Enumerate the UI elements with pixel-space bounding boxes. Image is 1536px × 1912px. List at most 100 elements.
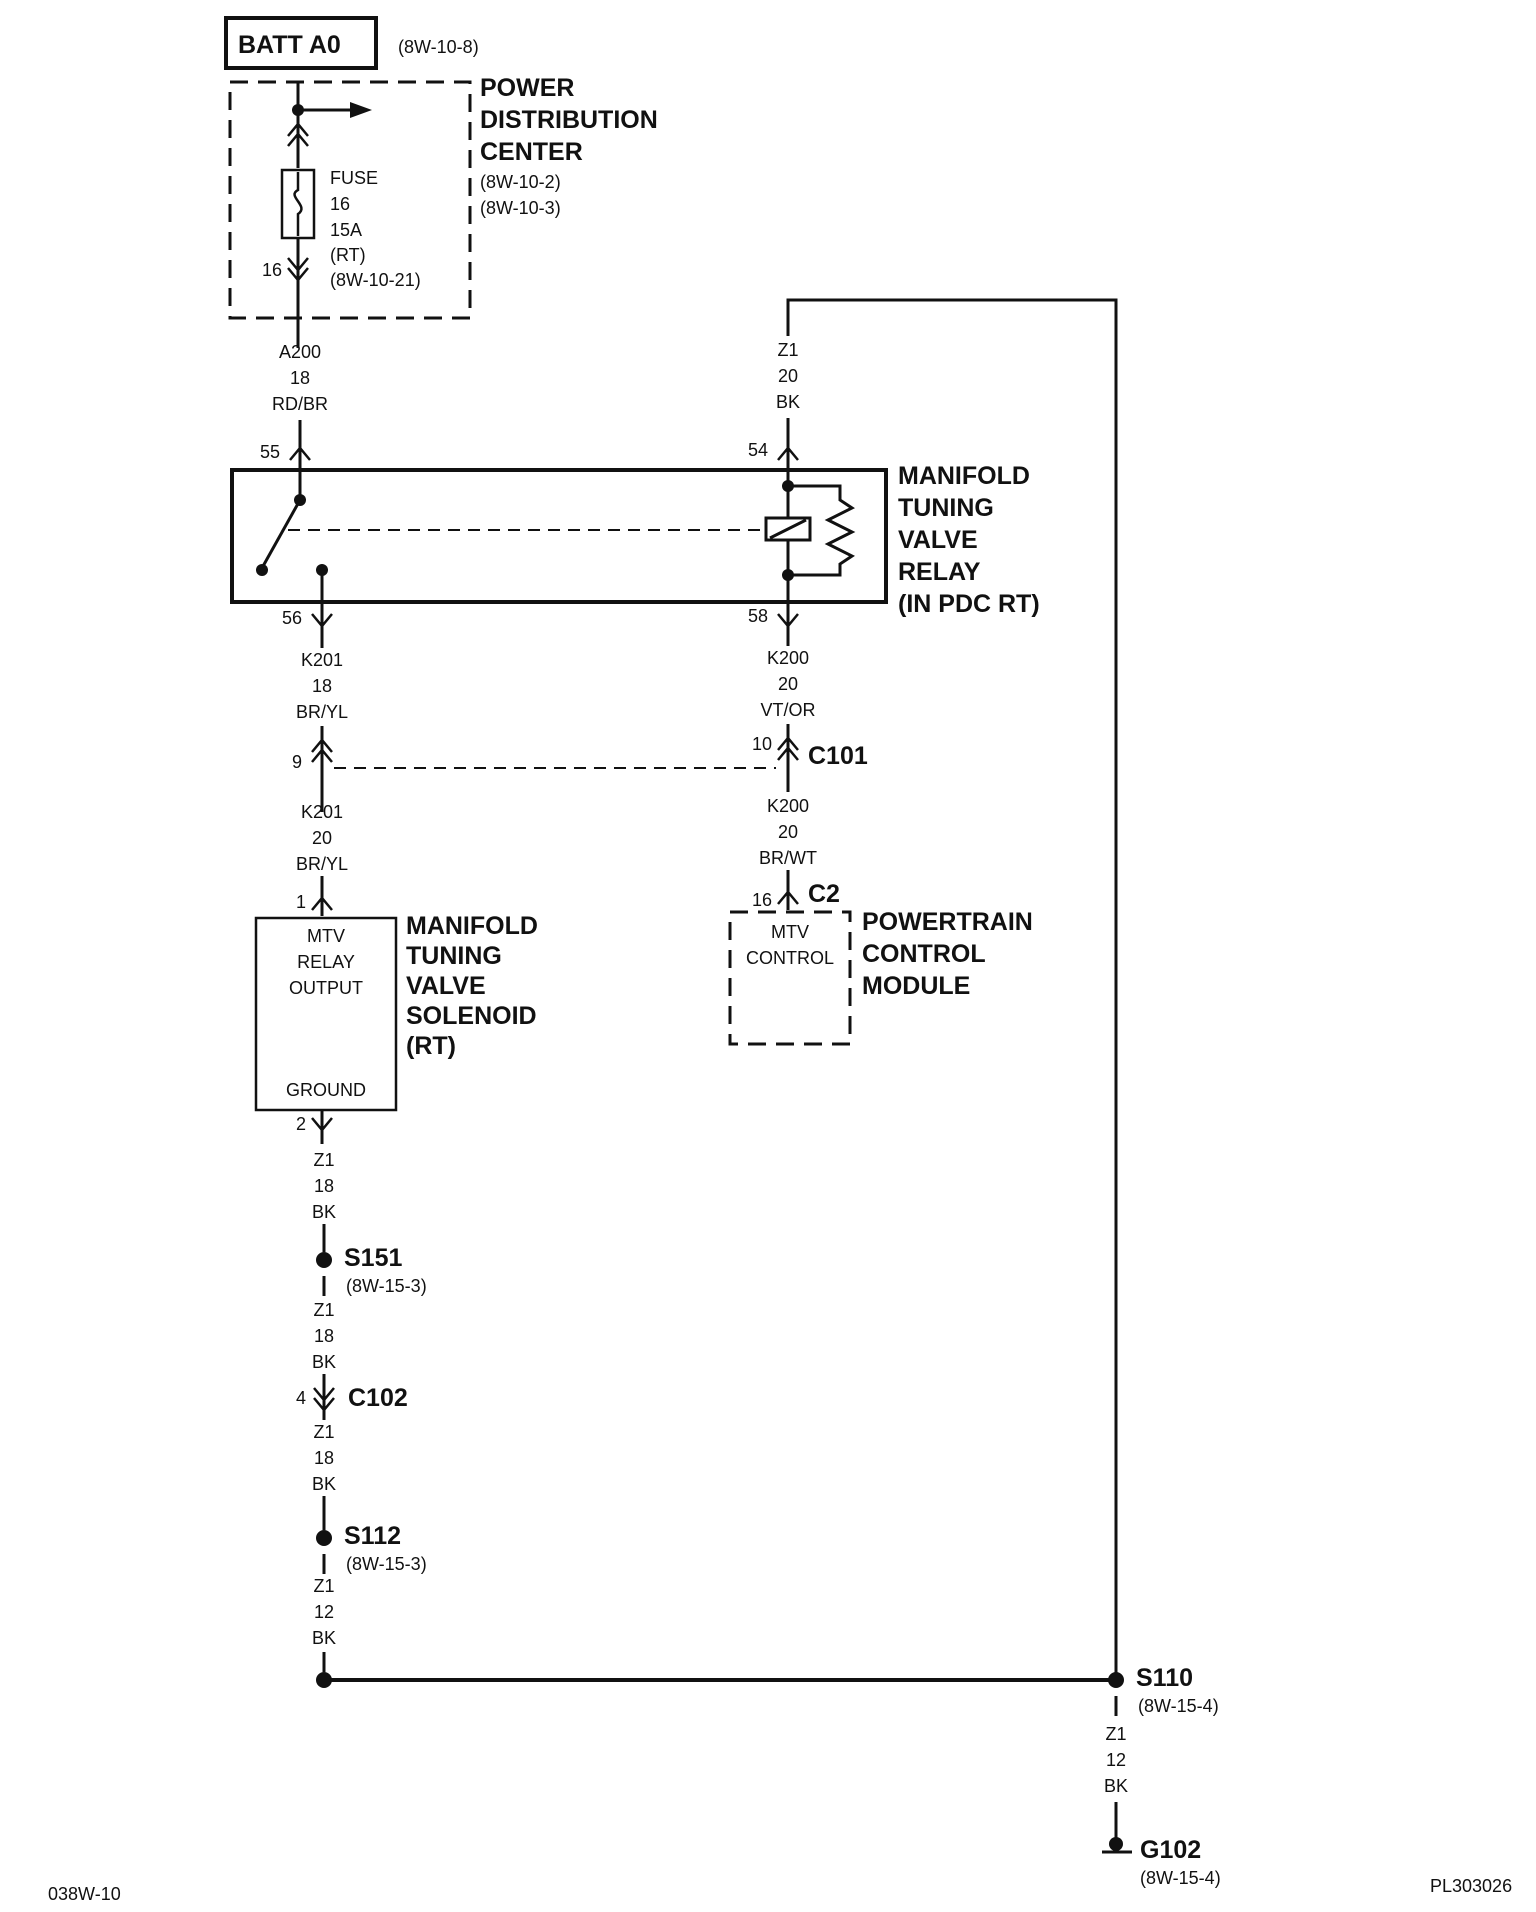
relay-pin-54: 54	[748, 440, 768, 460]
relay-coil-slash	[769, 518, 807, 540]
relay-title-line3: VALVE	[898, 526, 978, 554]
k201-upper-label: K201 18 BR/YL	[296, 650, 348, 722]
z1-b-color: BK	[312, 1352, 336, 1372]
s151-ref: (8W-15-3)	[346, 1276, 427, 1296]
c101-pin-10-connector	[777, 736, 799, 761]
z1-c-gauge: 18	[314, 1448, 334, 1468]
k200-upper-color: VT/OR	[760, 700, 815, 720]
k200-lower-label: K200 20 BR/WT	[759, 796, 817, 868]
pdc-pin-16: 16	[262, 260, 282, 280]
pdc-title-line1: POWER	[480, 74, 574, 102]
solenoid-box-line2: RELAY	[297, 952, 355, 972]
pcm-title-line3: MODULE	[862, 972, 970, 1000]
z1-c-label: Z1 18 BK	[312, 1422, 336, 1494]
relay-title-line2: TUNING	[898, 494, 994, 522]
relay-title-line1: MANIFOLD	[898, 462, 1030, 490]
c101-pin-10: 10	[752, 734, 772, 754]
c102-pin-4: 4	[296, 1388, 306, 1408]
z1-top-wire	[786, 298, 1118, 1680]
relay-title-line4: RELAY	[898, 558, 981, 586]
k201-lower-gauge: 20	[312, 828, 332, 848]
z1-a-label: Z1 18 BK	[312, 1150, 336, 1222]
fuse-line-4: (RT)	[330, 245, 366, 265]
k200-upper-gauge: 20	[778, 674, 798, 694]
solenoid-pin-1-connector	[311, 896, 333, 911]
c102-label: C102	[348, 1384, 408, 1412]
a200-label: A200 18 RD/BR	[272, 342, 328, 414]
s110-ref: (8W-15-4)	[1138, 1696, 1219, 1716]
z1-e-label: Z1 12 BK	[1104, 1724, 1128, 1796]
z1-b-gauge: 18	[314, 1326, 334, 1346]
z1-e-color: BK	[1104, 1776, 1128, 1796]
pcm-title-line2: CONTROL	[862, 940, 986, 968]
pdc-title-line2: DISTRIBUTION	[480, 106, 658, 134]
relay-title-line5: (IN PDC RT)	[898, 590, 1040, 618]
pdc-title-line3: CENTER	[480, 138, 583, 166]
fuse-line-1: FUSE	[330, 168, 378, 188]
relay-switch-arm	[260, 499, 302, 569]
z1-b-code: Z1	[313, 1300, 334, 1320]
solenoid-box-line3: OUTPUT	[289, 978, 363, 998]
fuse-line-5: (8W-10-21)	[330, 270, 421, 290]
solenoid-title: MANIFOLD TUNING VALVE SOLENOID (RT)	[406, 912, 538, 1060]
z1-c-color: BK	[312, 1474, 336, 1494]
k201-upper-color: BR/YL	[296, 702, 348, 722]
g102-label: G102	[1140, 1836, 1201, 1864]
batt-ref: (8W-10-8)	[398, 37, 479, 57]
z1-top-label: Z1 20 BK	[776, 340, 800, 412]
solenoid-title-line1: MANIFOLD	[406, 912, 538, 940]
s151-label: S151	[344, 1244, 402, 1272]
s112-splice	[316, 1530, 332, 1546]
z1-d-gauge: 12	[314, 1602, 334, 1622]
solenoid-box-text: MTV RELAY OUTPUT GROUND	[286, 926, 366, 1100]
k201-lower-code: K201	[301, 802, 343, 822]
a200-code: A200	[279, 342, 321, 362]
c101-label: C101	[808, 742, 868, 770]
fuse-line-3: 15A	[330, 220, 362, 240]
z1-c-code: Z1	[313, 1422, 334, 1442]
k200-lower-gauge: 20	[778, 822, 798, 842]
s110-label: S110	[1136, 1664, 1193, 1692]
a200-color: RD/BR	[272, 394, 328, 414]
relay-resistor-loop	[788, 484, 856, 577]
fuse-out-connector	[287, 257, 309, 282]
z1-d-code: Z1	[313, 1576, 334, 1596]
relay-pin-55: 55	[260, 442, 280, 462]
solenoid-title-line5: (RT)	[406, 1032, 456, 1060]
pdc-dashed-border	[228, 80, 472, 320]
z1-e-code: Z1	[1105, 1724, 1126, 1744]
z1-top-color: BK	[776, 392, 800, 412]
pcm-box-line1: MTV	[771, 922, 809, 942]
s112-ref: (8W-15-3)	[346, 1554, 427, 1574]
s151-splice	[316, 1252, 332, 1268]
fuse-info: FUSE 16 15A (RT) (8W-10-21)	[330, 168, 421, 290]
pcm-pin-16: 16	[752, 890, 772, 910]
solenoid-title-line4: SOLENOID	[406, 1002, 537, 1030]
k201-upper-code: K201	[301, 650, 343, 670]
pdc-ref-2: (8W-10-3)	[480, 198, 561, 218]
k201-lower-label: K201 20 BR/YL	[296, 802, 348, 874]
k200-upper-label: K200 20 VT/OR	[760, 648, 815, 720]
relay-switch-nc-contact	[256, 564, 268, 576]
footer-left-code: 038W-10	[48, 1884, 121, 1904]
pdc-ref-1: (8W-10-2)	[480, 172, 561, 192]
k201-lower-color: BR/YL	[296, 854, 348, 874]
c101-pin-9: 9	[292, 752, 302, 772]
a200-gauge: 18	[290, 368, 310, 388]
z1-a-gauge: 18	[314, 1176, 334, 1196]
k200-lower-color: BR/WT	[759, 848, 817, 868]
z1-d-color: BK	[312, 1628, 336, 1648]
pcm-box-text: MTV CONTROL	[746, 922, 834, 968]
relay-pin-54-connector	[777, 446, 799, 461]
fuse-line-2: 16	[330, 194, 350, 214]
z1-top-code: Z1	[777, 340, 798, 360]
pcm-connector-c2: C2	[808, 880, 840, 908]
k201-upper-gauge: 18	[312, 676, 332, 696]
pcm-title-line1: POWERTRAIN	[862, 908, 1033, 936]
g102-ground-icon	[1102, 1837, 1132, 1854]
pdc-title: POWER DISTRIBUTION CENTER	[480, 74, 658, 166]
solenoid-pin-2: 2	[296, 1114, 306, 1134]
z1-d-label: Z1 12 BK	[312, 1576, 336, 1648]
z1-b-label: Z1 18 BK	[312, 1300, 336, 1372]
